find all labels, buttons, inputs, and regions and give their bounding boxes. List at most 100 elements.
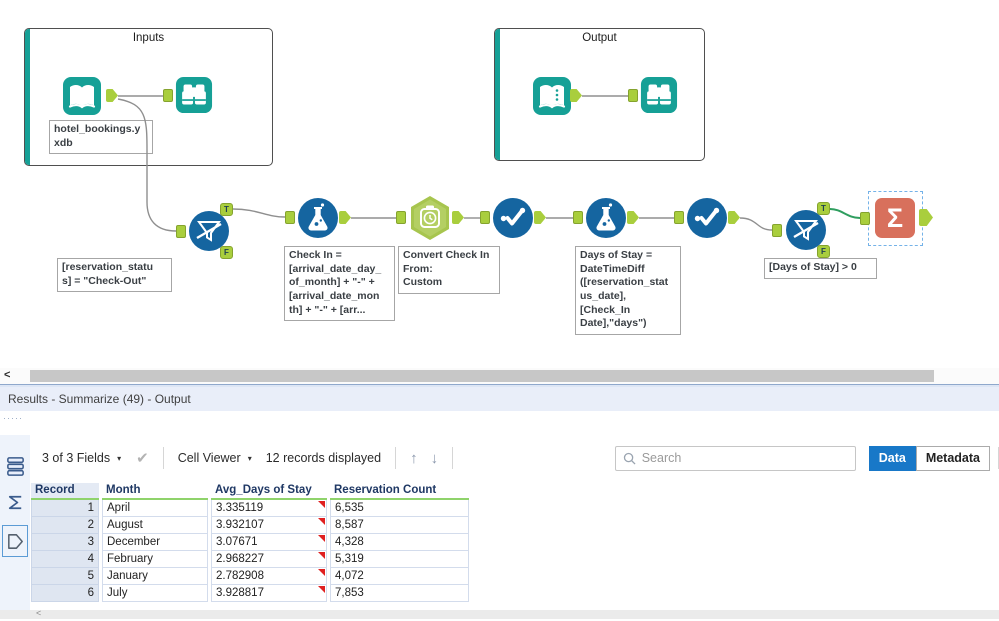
search-input[interactable] — [641, 451, 848, 465]
annotation-input-file[interactable]: hotel_bookings.y xdb — [49, 120, 153, 155]
cell-month[interactable]: July — [102, 585, 208, 602]
connection-input-filter1[interactable] — [117, 98, 177, 232]
grid-horizontal-scrollbar[interactable]: < — [0, 608, 999, 619]
tool-datetime[interactable] — [408, 195, 452, 246]
tool-input-data[interactable] — [62, 76, 102, 121]
output-anchor[interactable] — [627, 211, 639, 224]
cell-month[interactable]: January — [102, 568, 208, 585]
results-toolbar: 3 of 3 Fields ▾ ✔ Cell Viewer ▾ 12 recor… — [30, 435, 999, 481]
false-output-anchor[interactable]: F — [220, 246, 233, 259]
canvas-horizontal-scrollbar[interactable]: < — [0, 368, 999, 384]
select-check-icon — [687, 198, 727, 238]
cell-month[interactable]: April — [102, 500, 208, 517]
cell-reservation-count[interactable]: 8,587 — [330, 517, 469, 534]
cell-flag-icon — [318, 552, 325, 559]
output-anchor[interactable] — [919, 209, 933, 226]
tool-select-1[interactable] — [492, 197, 534, 244]
annotation-formula-2[interactable]: Days of Stay = DateTimeDiff ([reservatio… — [575, 246, 681, 335]
column-header-avg-days[interactable]: Avg_Days of Stay — [211, 483, 327, 500]
cell-avg-days[interactable]: 3.928817 — [211, 585, 327, 602]
true-output-anchor[interactable]: T — [220, 203, 233, 216]
column-header-month[interactable]: Month — [102, 483, 208, 500]
tool-select-2[interactable] — [686, 197, 728, 244]
cell-avg-days[interactable]: 2.968227 — [211, 551, 327, 568]
column-header-record[interactable]: Record — [31, 483, 99, 500]
cell-record[interactable]: 4 — [31, 551, 99, 568]
summarize-input-anchor-icon[interactable] — [4, 491, 27, 514]
true-output-anchor[interactable]: T — [817, 202, 830, 215]
cell-record[interactable]: 2 — [31, 517, 99, 534]
annotation-datetime[interactable]: Convert Check In From: Custom — [398, 246, 500, 294]
scroll-left-arrow-icon[interactable]: < — [36, 608, 42, 618]
annotation-formula-1[interactable]: Check In = [arrival_date_day_ of_month] … — [284, 246, 395, 322]
input-anchor[interactable] — [396, 211, 406, 224]
column-header-reservation-count[interactable]: Reservation Count — [330, 483, 469, 500]
output-anchor[interactable] — [452, 211, 464, 224]
cell-record[interactable]: 3 — [31, 534, 99, 551]
chevron-down-icon[interactable]: ▾ — [117, 453, 122, 463]
cell-avg-days[interactable]: 3.932107 — [211, 517, 327, 534]
input-anchor[interactable] — [480, 211, 490, 224]
toolbar-divider — [162, 447, 164, 469]
cell-avg-days[interactable]: 3.335119 — [211, 500, 327, 517]
connection-select2-filter2[interactable] — [739, 217, 773, 231]
cell-record[interactable]: 5 — [31, 568, 99, 585]
cell-reservation-count[interactable]: 6,535 — [330, 500, 469, 517]
metadata-tab-button[interactable]: Metadata — [915, 445, 990, 471]
output-anchor[interactable] — [570, 89, 582, 102]
annotation-filter-2[interactable]: [Days of Stay] > 0 — [764, 258, 877, 279]
workflow-canvas[interactable]: Inputs Output hotel_bookings.y xdb [rese… — [0, 0, 999, 368]
false-output-anchor[interactable]: F — [817, 245, 830, 258]
arrow-up-icon[interactable]: ↑ — [410, 449, 418, 467]
fields-dropdown[interactable]: 3 of 3 Fields — [42, 451, 111, 465]
connection-filter1-formula1[interactable] — [232, 208, 286, 218]
output-anchor[interactable] — [106, 89, 118, 102]
apply-check-icon[interactable]: ✔ — [136, 450, 149, 467]
data-tab-button[interactable]: Data — [868, 445, 916, 471]
input-anchor[interactable] — [176, 225, 186, 238]
table-header-row: Record Month Avg_Days of Stay Reservatio… — [31, 483, 469, 500]
chevron-down-icon[interactable]: ▾ — [247, 453, 252, 463]
cell-reservation-count[interactable]: 7,853 — [330, 585, 469, 602]
cell-avg-days[interactable]: 3.07671 — [211, 534, 327, 551]
tool-formula-2[interactable] — [585, 197, 627, 244]
input-anchor[interactable] — [860, 212, 870, 225]
cell-avg-days[interactable]: 2.782908 — [211, 568, 327, 585]
cell-reservation-count[interactable]: 4,328 — [330, 534, 469, 551]
tool-formula-1[interactable] — [297, 197, 339, 244]
summarize-output-anchor-icon[interactable] — [2, 525, 28, 557]
input-anchor[interactable] — [163, 89, 173, 102]
cell-month[interactable]: December — [102, 534, 208, 551]
cell-viewer-dropdown[interactable]: Cell Viewer — [177, 451, 241, 465]
connection-filter2-summarize-selected[interactable] — [829, 208, 861, 219]
results-gap-band — [0, 411, 999, 435]
cell-record[interactable]: 6 — [31, 585, 99, 602]
scrollbar-thumb[interactable] — [30, 370, 934, 382]
annotation-filter-1[interactable]: [reservation_statu s] = "Check-Out" — [57, 258, 172, 293]
cell-reservation-count[interactable]: 4,072 — [330, 568, 469, 585]
search-icon — [623, 452, 636, 465]
drag-handle-icon[interactable]: ····· — [3, 413, 23, 423]
scroll-left-arrow-icon[interactable]: < — [4, 369, 11, 381]
output-anchor[interactable] — [534, 211, 546, 224]
cell-month[interactable]: August — [102, 517, 208, 534]
output-anchor[interactable] — [339, 211, 351, 224]
tool-summarize[interactable]: Σ — [875, 198, 915, 238]
cell-month[interactable]: February — [102, 551, 208, 568]
input-anchor[interactable] — [628, 89, 638, 102]
input-anchor[interactable] — [772, 224, 782, 237]
tool-browse-inputs[interactable] — [175, 76, 213, 119]
arrow-down-icon[interactable]: ↓ — [430, 449, 439, 467]
input-anchor[interactable] — [674, 211, 684, 224]
records-view-icon[interactable] — [4, 455, 27, 478]
output-anchor[interactable] — [728, 211, 740, 224]
tool-input-output-data[interactable] — [532, 76, 572, 121]
input-anchor[interactable] — [573, 211, 583, 224]
tool-filter-2[interactable] — [785, 209, 827, 256]
cell-record[interactable]: 1 — [31, 500, 99, 517]
tool-browse-output[interactable] — [640, 76, 678, 119]
cell-reservation-count[interactable]: 5,319 — [330, 551, 469, 568]
input-anchor[interactable] — [285, 211, 295, 224]
tool-filter-1[interactable] — [188, 210, 230, 257]
